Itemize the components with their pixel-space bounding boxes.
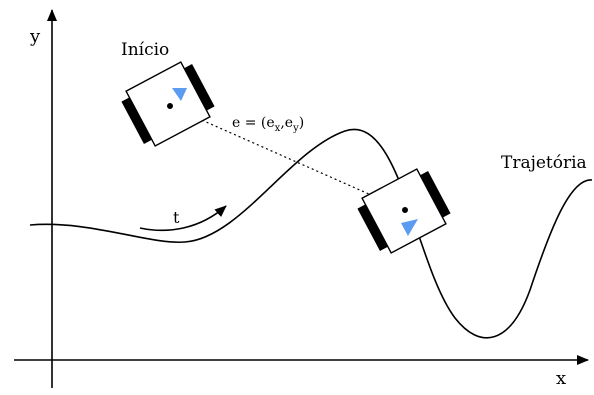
start-label: Início xyxy=(121,40,169,60)
trajectory-heading-icon xyxy=(401,219,418,236)
robot-wheel-right xyxy=(184,64,215,111)
robot-wheel-left xyxy=(357,204,388,251)
trajectory-curve xyxy=(29,128,593,339)
y-axis-label: y xyxy=(29,26,41,47)
time-direction-icon xyxy=(139,205,227,232)
robot-wheel-right xyxy=(420,171,451,218)
start-center-point xyxy=(167,103,173,109)
error-label: e = (ex,ey) xyxy=(232,115,304,134)
x-axis-label: x xyxy=(556,368,566,389)
robot-wheel-left xyxy=(121,97,152,144)
time-label: t xyxy=(173,208,180,227)
trajectory-label: Trajetória xyxy=(501,153,587,173)
start-heading-icon xyxy=(172,88,187,101)
trajectory-center-point xyxy=(402,207,408,213)
